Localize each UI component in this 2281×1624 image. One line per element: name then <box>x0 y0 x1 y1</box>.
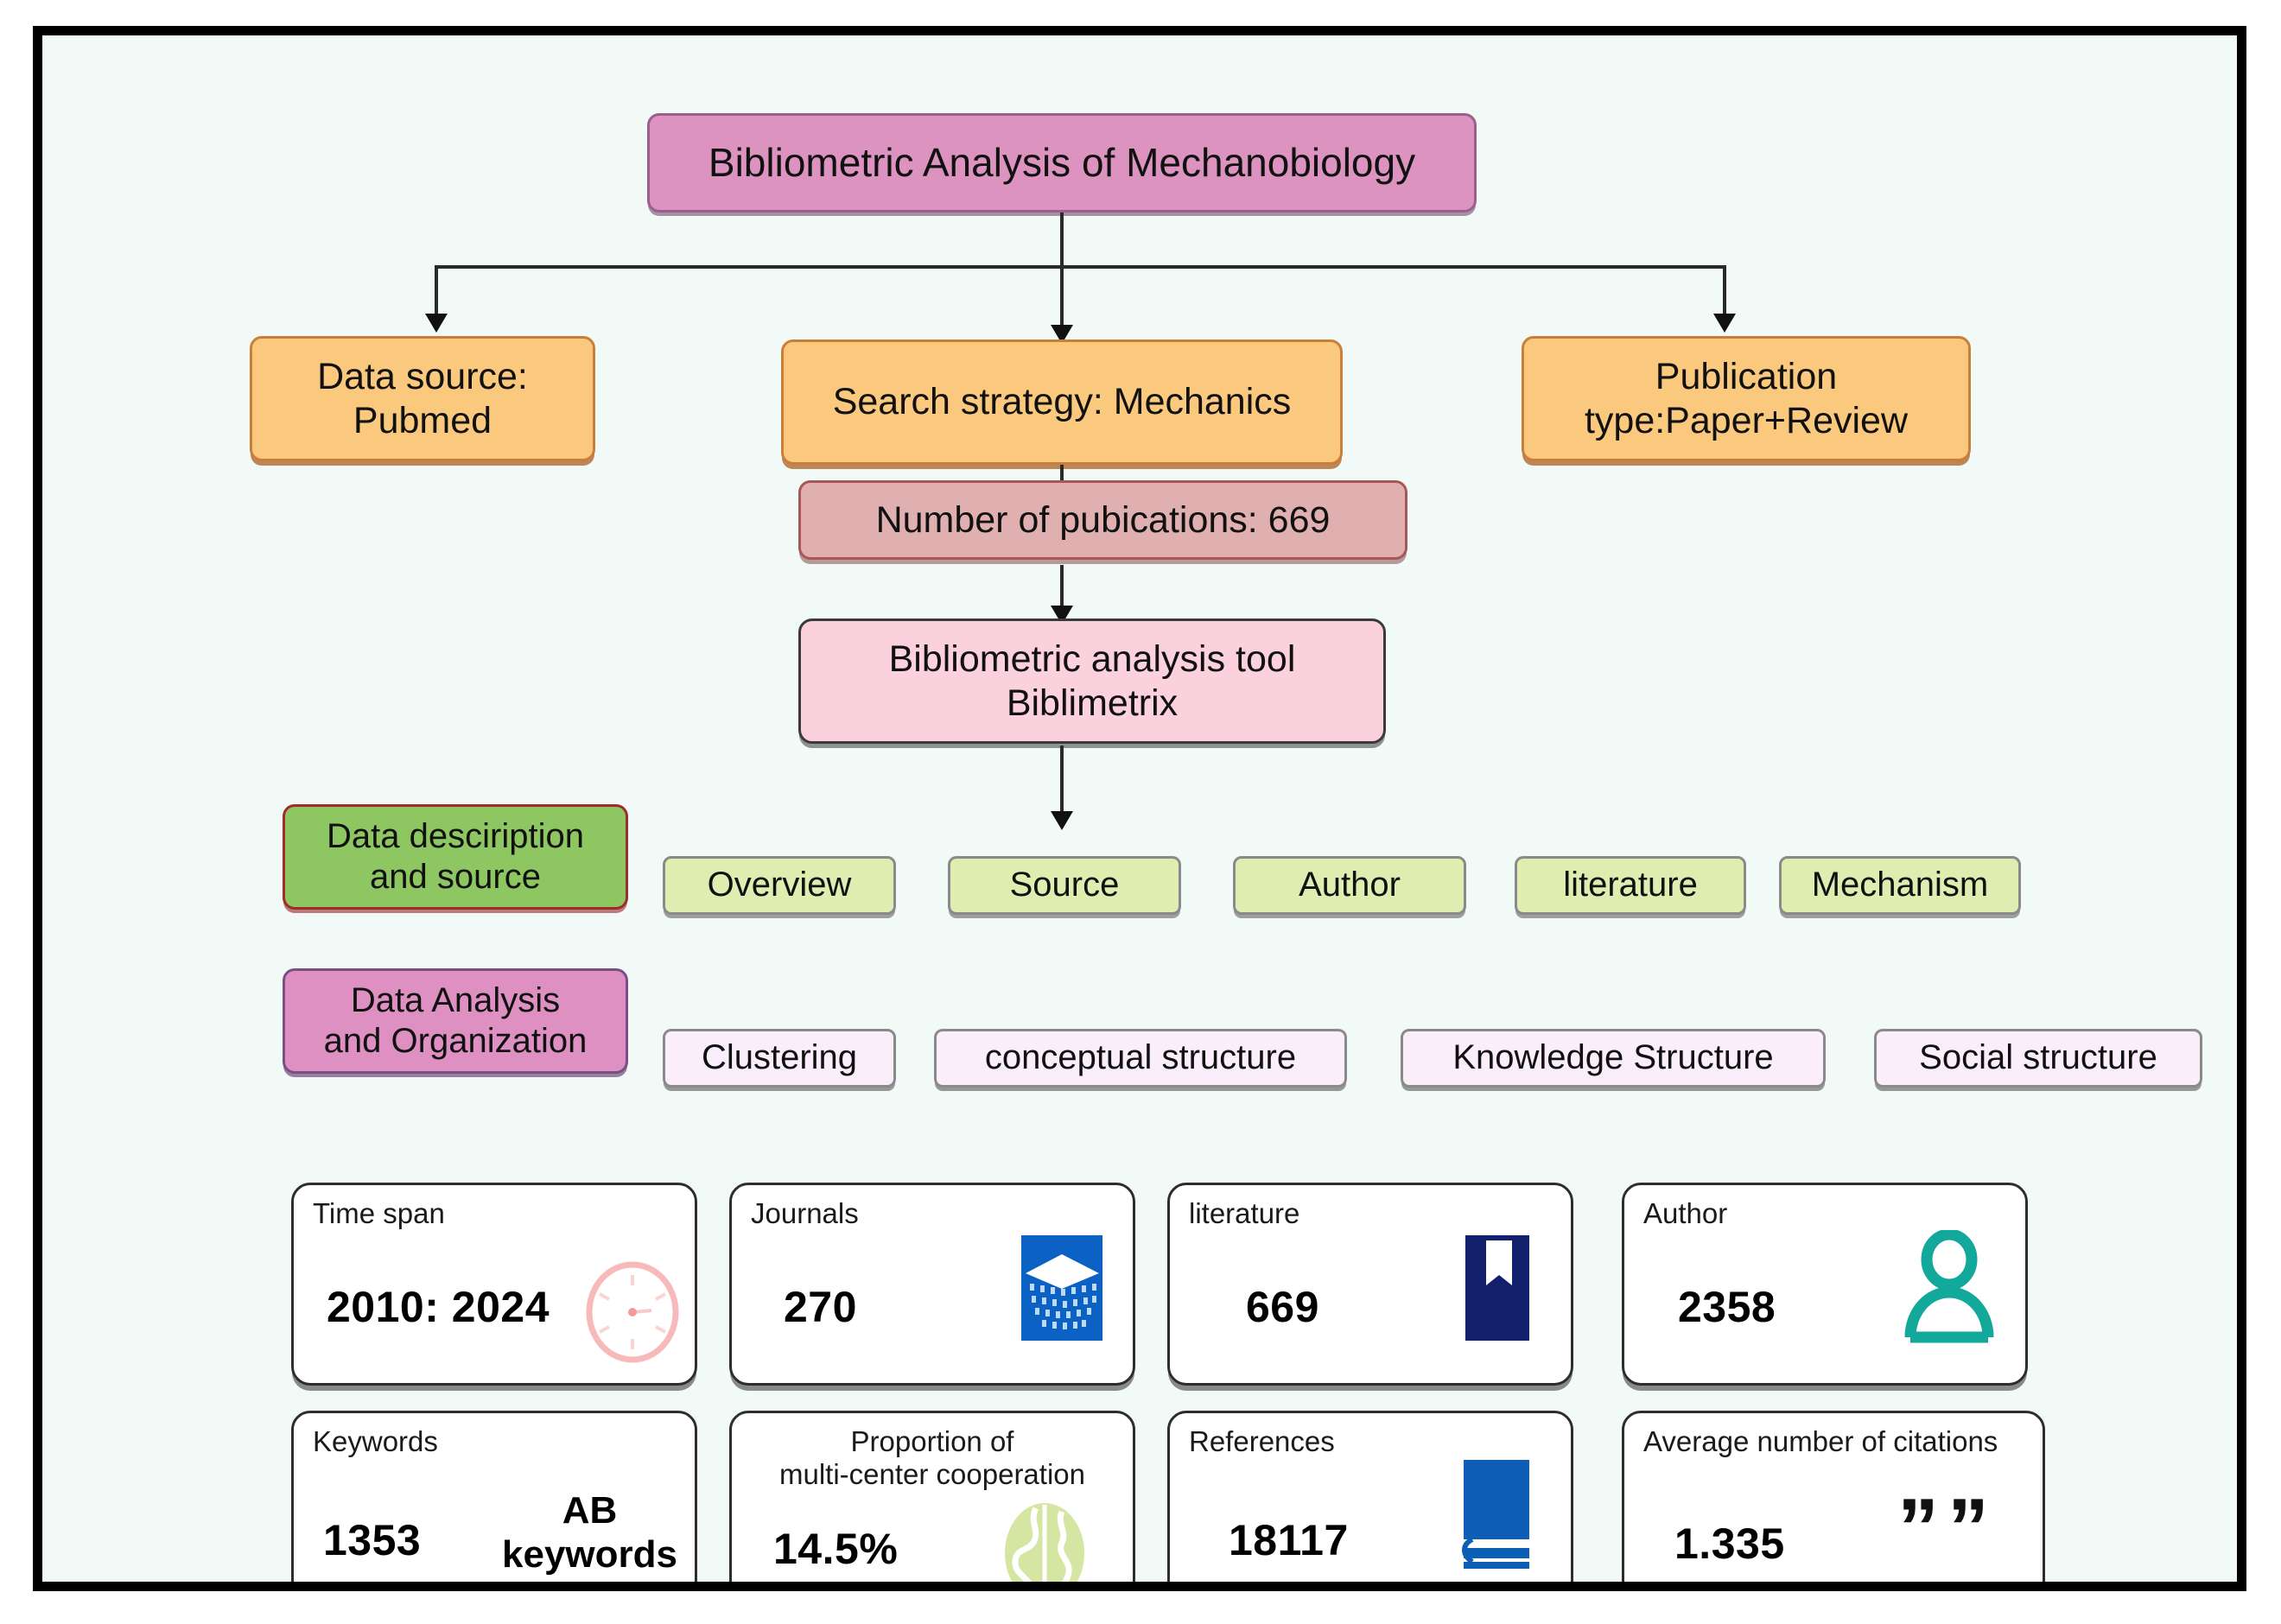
keywords-value: 1353 <box>323 1516 422 1564</box>
connector-bus-mid <box>1060 265 1064 328</box>
green-item-source[interactable]: Source <box>948 856 1181 915</box>
book-icon <box>1453 1460 1548 1572</box>
connector-title-down <box>1060 213 1064 266</box>
cooperation-card[interactable]: Proportion of multi-center cooperation 1… <box>729 1411 1135 1582</box>
connector-bus <box>435 265 1726 269</box>
avg-citations-value: 1.335 <box>1674 1519 1785 1568</box>
quote-icon: ”” <box>1897 1481 1998 1574</box>
literature-value: 669 <box>1246 1283 1319 1331</box>
journals-label: Journals <box>751 1197 859 1229</box>
author-label: Author <box>1643 1197 1728 1229</box>
connector-pubs-to-tool <box>1060 565 1064 617</box>
avg-citations-card[interactable]: Average number of citations 1.335 ”” <box>1622 1411 2045 1582</box>
time-span-label: Time span <box>313 1197 445 1229</box>
journals-card[interactable]: Journals 270 <box>729 1183 1135 1386</box>
arrowhead-mid <box>1051 325 1073 344</box>
connector-bus-right <box>1723 265 1726 317</box>
literature-card[interactable]: literature 669 <box>1167 1183 1573 1386</box>
tool-box[interactable]: Bibliometric analysis tool Biblimetrix <box>798 619 1386 744</box>
publications-box[interactable]: Number of pubications: 669 <box>798 480 1407 560</box>
cooperation-label: Proportion of multi-center cooperation <box>778 1425 1085 1490</box>
ab-keywords-icon: AB keywords <box>502 1489 677 1576</box>
bookmark-icon <box>1455 1235 1541 1343</box>
purple-item-social-structure[interactable]: Social structure <box>1874 1029 2202 1088</box>
publication-type-box[interactable]: Publication type:Paper+Review <box>1522 336 1971 461</box>
connector-bus-left <box>435 265 438 317</box>
references-label: References <box>1189 1425 1335 1457</box>
data-description-head[interactable]: Data desciription and source <box>283 804 628 910</box>
green-item-literature[interactable]: literature <box>1515 856 1746 915</box>
journals-value: 270 <box>784 1283 857 1331</box>
avg-citations-label: Average number of citations <box>1643 1425 1998 1457</box>
person-icon <box>1899 1230 2003 1347</box>
green-item-mechanism[interactable]: Mechanism <box>1779 856 2021 915</box>
data-source-box[interactable]: Data source: Pubmed <box>250 336 595 461</box>
time-span-card[interactable]: Time span 2010: 2024 <box>291 1183 697 1386</box>
diagram-frame: Bibliometric Analysis of Mechanobiology … <box>33 26 2246 1591</box>
cooperation-value: 14.5% <box>773 1525 899 1573</box>
arrowhead-green-row <box>1051 811 1073 830</box>
connector-tool-down <box>1060 745 1064 822</box>
clock-icon <box>581 1256 684 1368</box>
references-card[interactable]: References 18117 <box>1167 1411 1573 1582</box>
purple-item-conceptual-structure[interactable]: conceptual structure <box>934 1029 1347 1088</box>
title-box[interactable]: Bibliometric Analysis of Mechanobiology <box>647 113 1477 213</box>
keywords-card[interactable]: Keywords 1353 AB keywords <box>291 1411 697 1582</box>
author-value: 2358 <box>1678 1283 1776 1331</box>
search-strategy-box[interactable]: Search strategy: Mechanics <box>781 339 1343 465</box>
keywords-label: Keywords <box>313 1425 438 1457</box>
author-card[interactable]: Author 2358 <box>1622 1183 2028 1386</box>
arrowhead-left <box>425 314 448 333</box>
time-span-value: 2010: 2024 <box>327 1283 550 1331</box>
green-item-overview[interactable]: Overview <box>663 856 896 915</box>
references-value: 18117 <box>1229 1516 1349 1564</box>
data-analysis-head[interactable]: Data Analysis and Organization <box>283 968 628 1074</box>
literature-label: literature <box>1189 1197 1300 1229</box>
green-item-author[interactable]: Author <box>1233 856 1466 915</box>
purple-item-knowledge-structure[interactable]: Knowledge Structure <box>1401 1029 1826 1088</box>
purple-item-clustering[interactable]: Clustering <box>663 1029 896 1088</box>
globe-icon <box>991 1500 1103 1582</box>
journal-icon <box>1021 1235 1108 1343</box>
arrowhead-right <box>1713 314 1736 333</box>
